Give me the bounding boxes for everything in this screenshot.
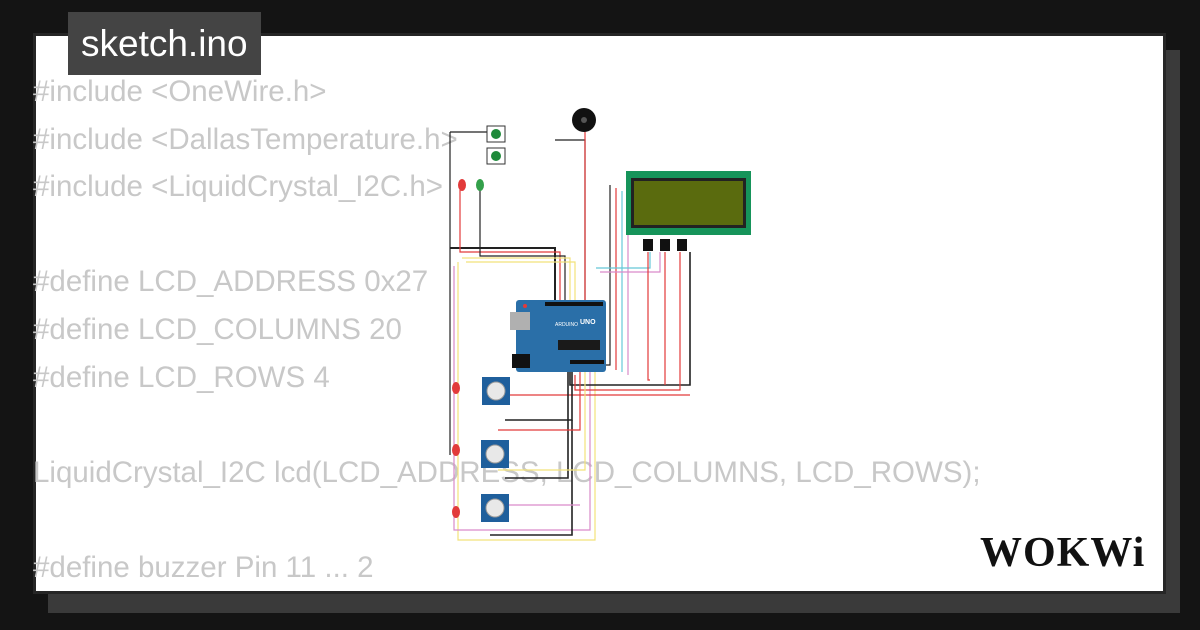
wire-sensor-1 <box>647 252 650 381</box>
board-brand: ARDUINO <box>555 322 578 328</box>
code-line: #include <LiquidCrystal_I2C.h> <box>33 170 443 204</box>
wire-led-red <box>459 190 561 300</box>
wire-black <box>449 131 488 455</box>
code-line: #define buzzer Pin 11 ... 2 <box>33 550 374 584</box>
code-line: #include <OneWire.h> <box>33 75 327 108</box>
wire-pot-gnd-1 <box>505 372 573 421</box>
card-shadow-bottom <box>48 594 1180 613</box>
pushbutton-1 <box>486 125 506 143</box>
wire-pot-gnd-3 <box>490 420 573 536</box>
wire-sensor-cyan <box>596 252 651 269</box>
code-line: #include <DallasTemperature.h> <box>33 122 458 156</box>
board-model: UNO <box>580 319 596 326</box>
file-name-tab[interactable]: sketch.ino <box>68 12 261 75</box>
wire-led-green <box>479 190 566 300</box>
wire-yellow-long <box>457 262 596 541</box>
code-line: #define LCD_ADDRESS 0x27 <box>33 265 429 299</box>
code-line: #define LCD_COLUMNS 20 <box>33 312 402 346</box>
led-red-2 <box>452 444 460 456</box>
led-red-1 <box>452 382 460 394</box>
wire-pot-yellow <box>498 372 586 471</box>
wire-lcd-gnd <box>605 185 611 366</box>
wire-yellow-2 <box>466 261 576 300</box>
wire-pot-gnd-2 <box>505 372 569 479</box>
potentiometer-3 <box>481 494 509 522</box>
wire-sensor-vcc <box>574 252 681 391</box>
potentiometer-1 <box>482 377 510 405</box>
arduino-uno-board: ARDUINO UNO <box>510 300 606 372</box>
led-green-top <box>476 179 484 191</box>
pushbutton-2 <box>486 147 506 165</box>
wire-sensor-pink <box>600 252 661 273</box>
code-preview: #include <OneWire.h> #include <DallasTemp… <box>33 68 981 592</box>
led-red-3 <box>452 506 460 518</box>
wire-yellow-1 <box>462 257 571 300</box>
code-line: #define LCD_ROWS 4 <box>33 360 330 394</box>
wokwi-logo[interactable]: WOKWi <box>978 528 1148 574</box>
wire-pot-red-1 <box>498 372 581 431</box>
temp-sensors <box>643 239 687 251</box>
wire-pink-long <box>453 266 591 531</box>
led-red-top <box>458 179 466 191</box>
wire-black-main <box>450 247 556 300</box>
potentiometer-2 <box>481 440 509 468</box>
wire-sensor-gnd <box>569 252 691 386</box>
lcd-display <box>626 171 751 235</box>
wokwi-logo-text: WOKWi <box>980 530 1145 574</box>
